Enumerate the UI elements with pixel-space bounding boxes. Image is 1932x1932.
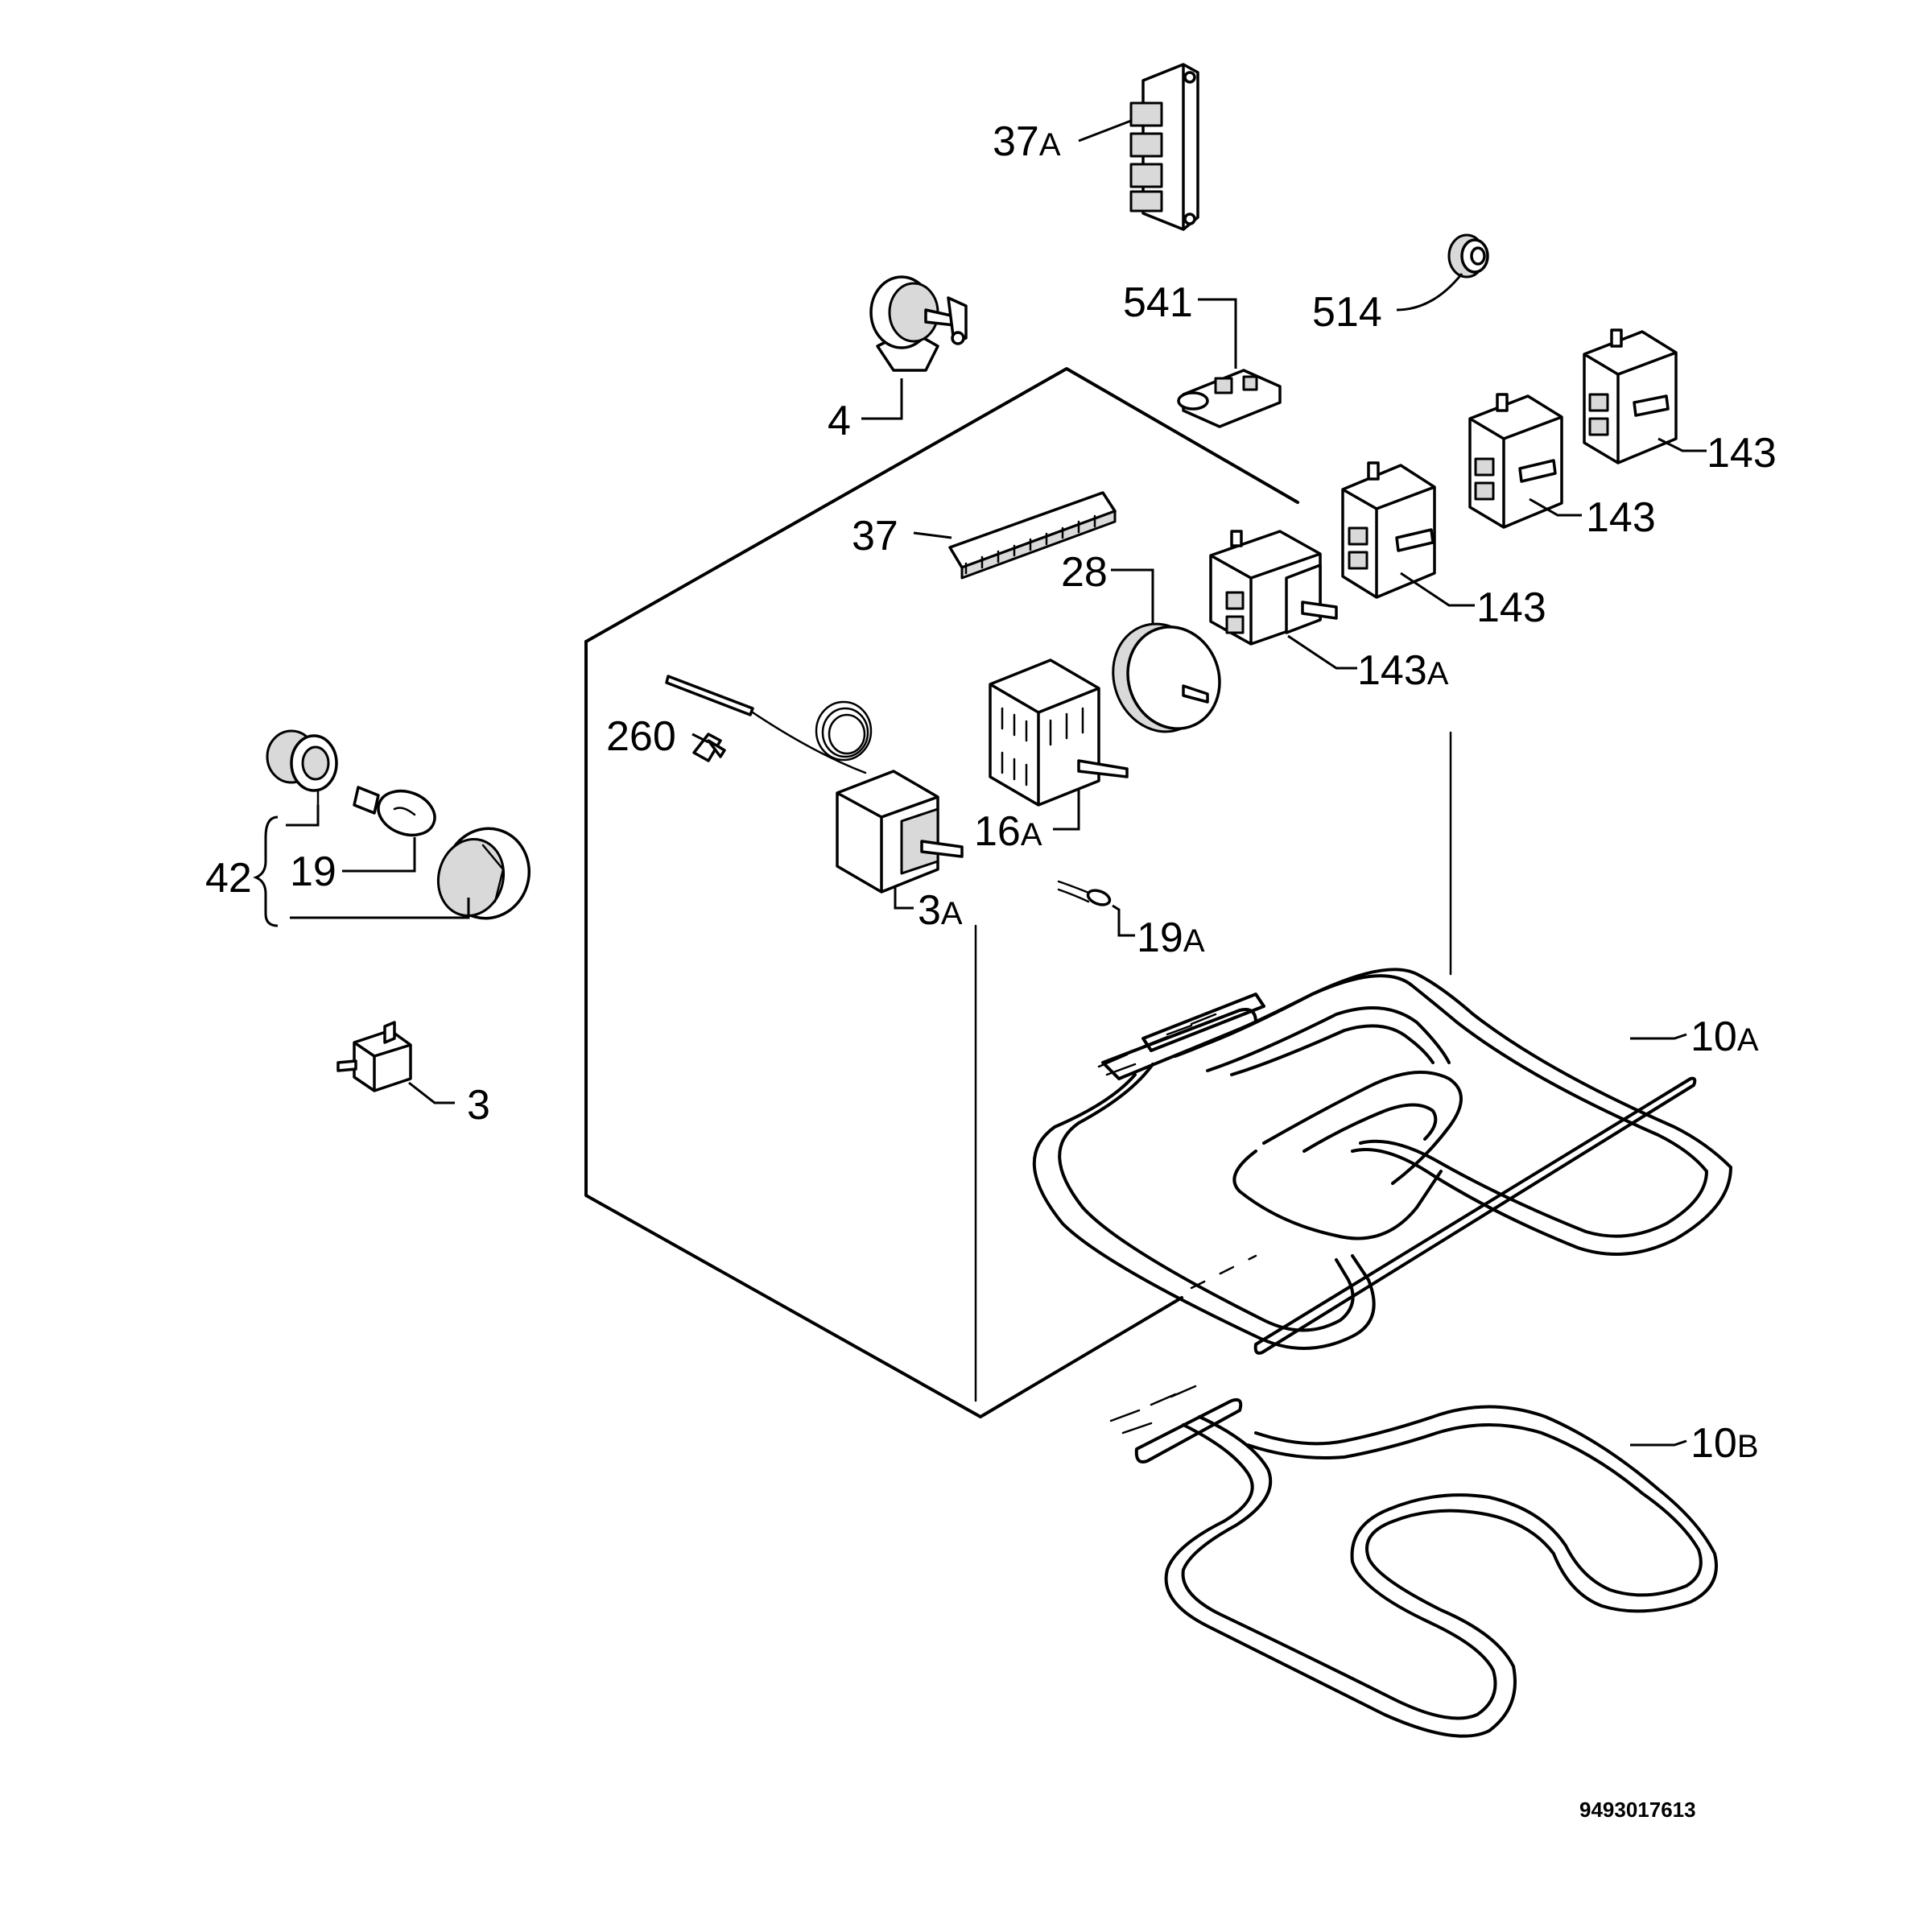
label-143-middle: 143 <box>1586 494 1656 541</box>
lamp-holder-514 <box>1447 233 1489 279</box>
terminal-block-37a <box>1129 63 1199 231</box>
switch-143a <box>1209 530 1338 646</box>
label-3: 3 <box>467 1082 490 1129</box>
selector-16a <box>989 658 1129 807</box>
label-19: 19 <box>290 848 336 895</box>
callout-labels: 37A 541 514 4 143 143 143 143A 37 28 260… <box>205 118 1777 1467</box>
label-19a: 19A <box>1137 914 1205 961</box>
indicator-lamp-19a <box>1057 880 1112 906</box>
connector-strip-37 <box>948 491 1117 580</box>
oven-cavity-outline <box>584 367 1452 1418</box>
label-143a: 143A <box>1357 647 1449 694</box>
label-37: 37 <box>852 513 898 559</box>
label-16a: 16A <box>974 808 1042 855</box>
label-28: 28 <box>1061 549 1108 596</box>
motor-4 <box>869 275 968 372</box>
label-3a: 3A <box>918 887 963 934</box>
label-10b: 10B <box>1690 1420 1759 1467</box>
label-143-top: 143 <box>1707 430 1777 477</box>
heating-element-10b <box>1109 1385 1718 1738</box>
heating-element-10a <box>1032 968 1732 1355</box>
timer-28 <box>1112 622 1221 733</box>
label-143-lower: 143 <box>1476 584 1546 631</box>
switch-541 <box>1177 369 1282 428</box>
lamp-assembly-42 <box>266 729 531 920</box>
thermostat-3 <box>336 1021 412 1092</box>
label-42: 42 <box>205 855 252 902</box>
label-260: 260 <box>606 713 676 760</box>
document-number: 9493017613 <box>1579 1798 1696 1822</box>
switch-143-top <box>1583 328 1678 464</box>
switch-143-middle <box>1468 393 1563 529</box>
label-4: 4 <box>828 398 851 444</box>
label-541: 541 <box>1123 279 1193 326</box>
label-10a: 10A <box>1690 1013 1759 1060</box>
label-514: 514 <box>1312 289 1382 336</box>
switch-143-lower <box>1341 461 1436 599</box>
thermostat-3a <box>665 675 964 894</box>
label-37a: 37A <box>993 118 1061 165</box>
